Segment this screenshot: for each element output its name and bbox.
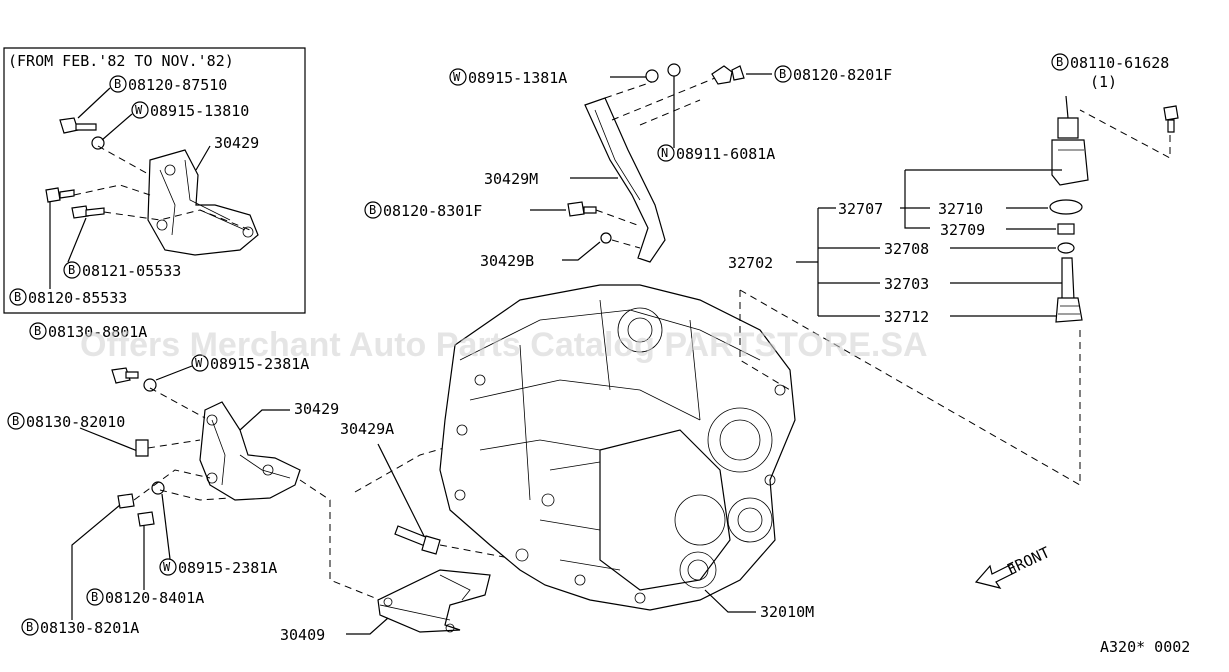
- label-30409: 30409: [280, 626, 325, 644]
- label-32708: 32708: [884, 240, 929, 258]
- plate-30409-group: 30409: [280, 569, 491, 644]
- label-08121-05533: 08121-05533: [82, 262, 181, 280]
- label-30429A: 30429A: [340, 420, 394, 438]
- bolt-30429A-group: 30429A: [340, 419, 541, 561]
- label-30429-inset: 30429: [214, 134, 259, 152]
- lower-left-bracket-group: B 08130-8801A W 08915-2381A B 08130-8201…: [7, 322, 381, 637]
- prefix-b: B: [114, 77, 121, 91]
- label-32702: 32702: [728, 254, 773, 272]
- label-08120-8301F: 08120-8301F: [383, 202, 482, 220]
- diagram-code: A320* 0002: [1100, 638, 1190, 656]
- prefix-b: B: [26, 620, 33, 634]
- label-08120-8201F: 08120-8201F: [793, 66, 892, 84]
- label-32707: 32707: [838, 200, 883, 218]
- prefix-b: B: [369, 203, 376, 217]
- prefix-b: B: [779, 67, 786, 81]
- label-08915-2381A-top: 08915-2381A: [210, 355, 309, 373]
- prefix-w: W: [163, 560, 171, 574]
- watermark: Offers Merchant Auto Parts Catalog PARTS…: [80, 326, 928, 364]
- prefix-w: W: [453, 70, 461, 84]
- label-08911-6081A: 08911-6081A: [676, 145, 775, 163]
- label-08120-8401A: 08120-8401A: [105, 589, 204, 607]
- label-08130-82010: 08130-82010: [26, 413, 125, 431]
- label-08110-61628: 08110-61628: [1070, 54, 1169, 72]
- label-30429B: 30429B: [480, 252, 534, 270]
- label-32703: 32703: [884, 275, 929, 293]
- label-08120-85533: 08120-85533: [28, 289, 127, 307]
- inset-bracket-drawing: [45, 117, 259, 256]
- bracket-30429M-group: W 08915-1381A B 08120-8201F N 08911-6081…: [364, 63, 892, 270]
- transaxle-case-drawing: 32010M: [439, 284, 814, 621]
- front-arrow: FRONT: [974, 543, 1053, 589]
- label-30429-lower: 30429: [294, 400, 339, 418]
- label-08915-2381A-bottom: 08915-2381A: [178, 559, 277, 577]
- label-08915-1381A: 08915-1381A: [468, 69, 567, 87]
- front-label: FRONT: [1004, 543, 1053, 578]
- label-32712: 32712: [884, 308, 929, 326]
- label-30429M: 30429M: [484, 170, 538, 188]
- prefix-w: W: [195, 356, 203, 370]
- label-08130-8801A: 08130-8801A: [48, 323, 147, 341]
- inset-box: (FROM FEB.'82 TO NOV.'82) B 08120-87510 …: [3, 47, 306, 314]
- label-08130-8201A: 08130-8201A: [40, 619, 139, 637]
- prefix-b: B: [34, 324, 41, 338]
- prefix-b: B: [91, 590, 98, 604]
- inset-title: (FROM FEB.'82 TO NOV.'82): [8, 52, 234, 70]
- label-32010M: 32010M: [760, 603, 814, 621]
- prefix-b: B: [14, 290, 21, 304]
- label-08120-87510: 08120-87510: [128, 76, 227, 94]
- prefix-n: N: [661, 146, 668, 160]
- prefix-b: B: [1056, 55, 1063, 69]
- speedometer-pinion-group: B 08110-61628 (1) 32707 32710 32709 3270…: [728, 53, 1179, 486]
- label-08915-13810: 08915-13810: [150, 102, 249, 120]
- label-32710: 32710: [938, 200, 983, 218]
- label-32709: 32709: [940, 221, 985, 239]
- prefix-w: W: [135, 103, 143, 117]
- prefix-b: B: [12, 414, 19, 428]
- qty-1: (1): [1090, 73, 1117, 91]
- prefix-b: B: [68, 263, 75, 277]
